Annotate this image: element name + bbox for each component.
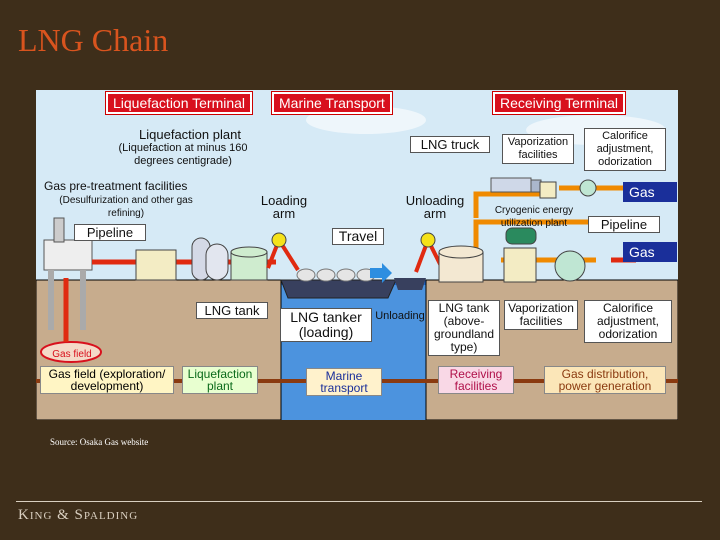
label-lng-truck: LNG truck	[410, 136, 490, 153]
gas-box-right: Gas	[623, 242, 677, 262]
label-calorifice-bottom: Calorifice adjustment, odorization	[584, 300, 672, 343]
label-gas-pretreatment-note: (Desulfurization and other gas refining)	[59, 195, 193, 219]
chain-distribution: Gas distribution, power generation	[544, 366, 666, 394]
label-lng-tanker: LNG tanker (loading)	[280, 308, 372, 342]
label-gas-pretreatment: Gas pre-treatment facilities	[44, 179, 188, 193]
slide-title: LNG Chain	[18, 22, 169, 58]
gas-box-top: Gas	[623, 182, 677, 202]
label-unloading: Unloading	[375, 310, 425, 322]
chain-liquefaction: Liquefaction plant	[182, 366, 258, 394]
label-cryogenic: Cryogenic energy utilization plant	[494, 205, 574, 229]
king-spalding-logo: King & Spalding	[18, 507, 139, 523]
label-lng-tank-right: LNG tank (above-groundland type)	[428, 300, 500, 356]
label-travel: Travel	[332, 228, 384, 245]
label-pipeline-left: Pipeline	[74, 224, 146, 241]
label-lng-tank-left: LNG tank	[196, 302, 268, 319]
chain-gas-field: Gas field (exploration/ development)	[40, 366, 174, 394]
chain-marine: Marine transport	[306, 368, 382, 396]
label-pipeline-right: Pipeline	[588, 216, 660, 233]
footer-divider	[16, 501, 702, 502]
source-note: Source: Osaka Gas website	[50, 437, 149, 447]
header-receiving-terminal: Receiving Terminal	[493, 92, 626, 114]
label-vaporization-bottom: Vaporization facilities	[504, 300, 578, 330]
label-calorifice-top: Calorifice adjustment, odorization	[584, 128, 666, 171]
label-loading-arm: Loading arm	[260, 193, 308, 221]
label-liquefaction-plant-note: (Liquefaction at minus 160 degrees centi…	[118, 142, 248, 167]
label-gas-field-tag: Gas field	[52, 349, 92, 360]
label-vaporization-top: Vaporization facilities	[502, 134, 574, 164]
label-unloading-arm: Unloading arm	[405, 193, 465, 221]
chain-receiving: Receiving facilities	[438, 366, 514, 394]
label-liquefaction-plant: Liquefaction plant	[139, 127, 241, 142]
lng-chain-diagram: Liquefaction Terminal Marine Transport R…	[36, 90, 678, 420]
header-liquefaction-terminal: Liquefaction Terminal	[106, 92, 253, 114]
header-marine-transport: Marine Transport	[272, 92, 392, 114]
